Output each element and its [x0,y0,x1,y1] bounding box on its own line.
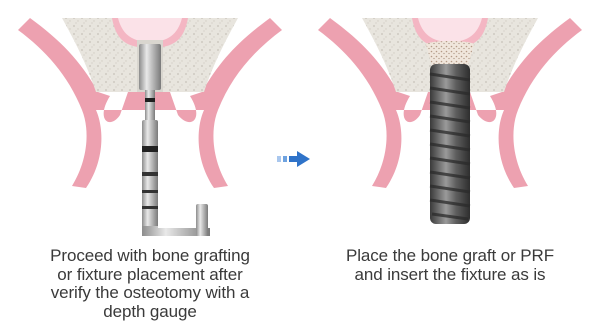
step-2-caption: Place the bone graft or PRF and insert t… [312,247,588,284]
fixture-placement-illustration [300,0,600,240]
bone-graft [426,41,474,66]
step-2-panel: Place the bone graft or PRF and insert t… [300,0,600,331]
step-1-caption: Proceed with bone grafting or fixture pl… [12,247,288,321]
step-1-panel: Proceed with bone grafting or fixture pl… [0,0,300,331]
implant-fixture [430,64,470,224]
depth-gauge-illustration [0,0,300,240]
